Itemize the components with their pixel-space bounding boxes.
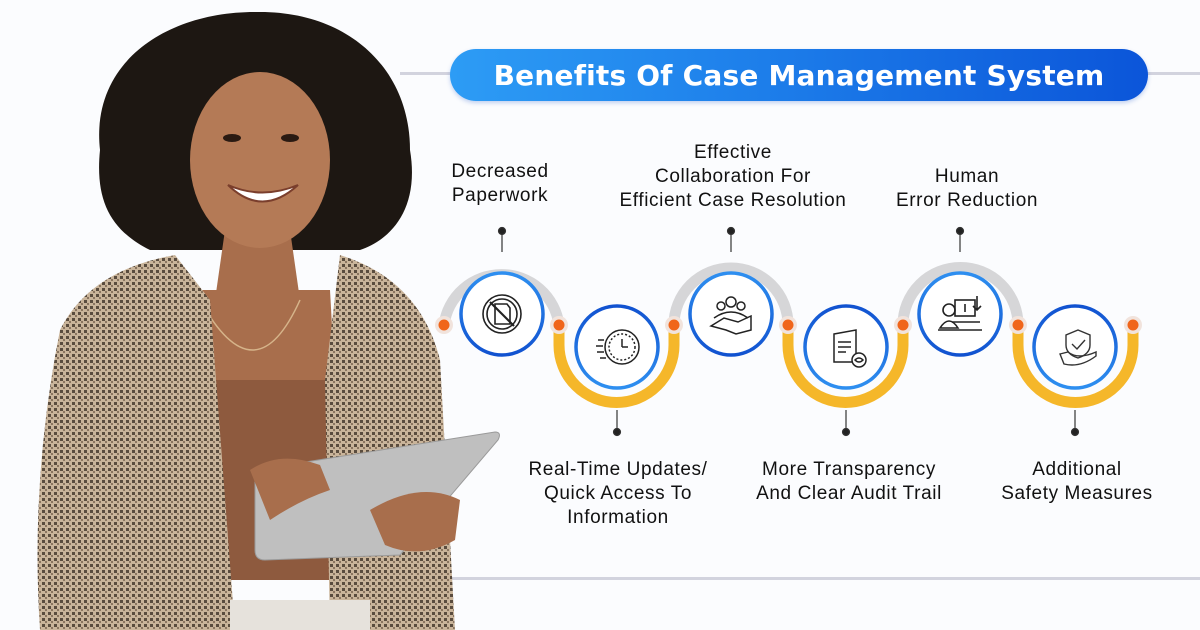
- ring-2: [574, 304, 660, 390]
- lower-arcs: [553, 325, 1139, 408]
- benefit-label-6: Additional Safety Measures: [1001, 459, 1153, 504]
- ring-5: [917, 271, 1003, 357]
- team-handshake-icon: [709, 296, 752, 335]
- shield-hand-icon: [1059, 329, 1097, 366]
- fast-clock-icon: [596, 329, 640, 365]
- top-connectors: [497, 226, 965, 252]
- icon-rings: [459, 271, 1118, 390]
- person-computer-icon: [938, 296, 982, 331]
- page-title: Benefits Of Case Management System: [493, 58, 1105, 92]
- bottom-rule: [440, 577, 1200, 580]
- benefit-label-3: Effective Collaboration For Efficient Ca…: [619, 142, 847, 211]
- no-paper-icon: [482, 294, 522, 334]
- person-photo: [37, 11, 500, 630]
- bottom-connectors: [612, 410, 1080, 437]
- benefit-label-4: More Transparency And Clear Audit Trail: [756, 459, 942, 504]
- benefit-label-5: Human Error Reduction: [895, 166, 1039, 211]
- audit-document-icon: [833, 329, 867, 368]
- ring-3: [688, 271, 774, 357]
- junction-nodes: [435, 316, 1142, 334]
- benefit-label-1: Decreased Paperwork: [451, 161, 549, 206]
- benefit-label-2: Real-Time Updates/ Quick Access To Infor…: [528, 459, 708, 528]
- title-banner: Benefits Of Case Management System: [450, 49, 1148, 101]
